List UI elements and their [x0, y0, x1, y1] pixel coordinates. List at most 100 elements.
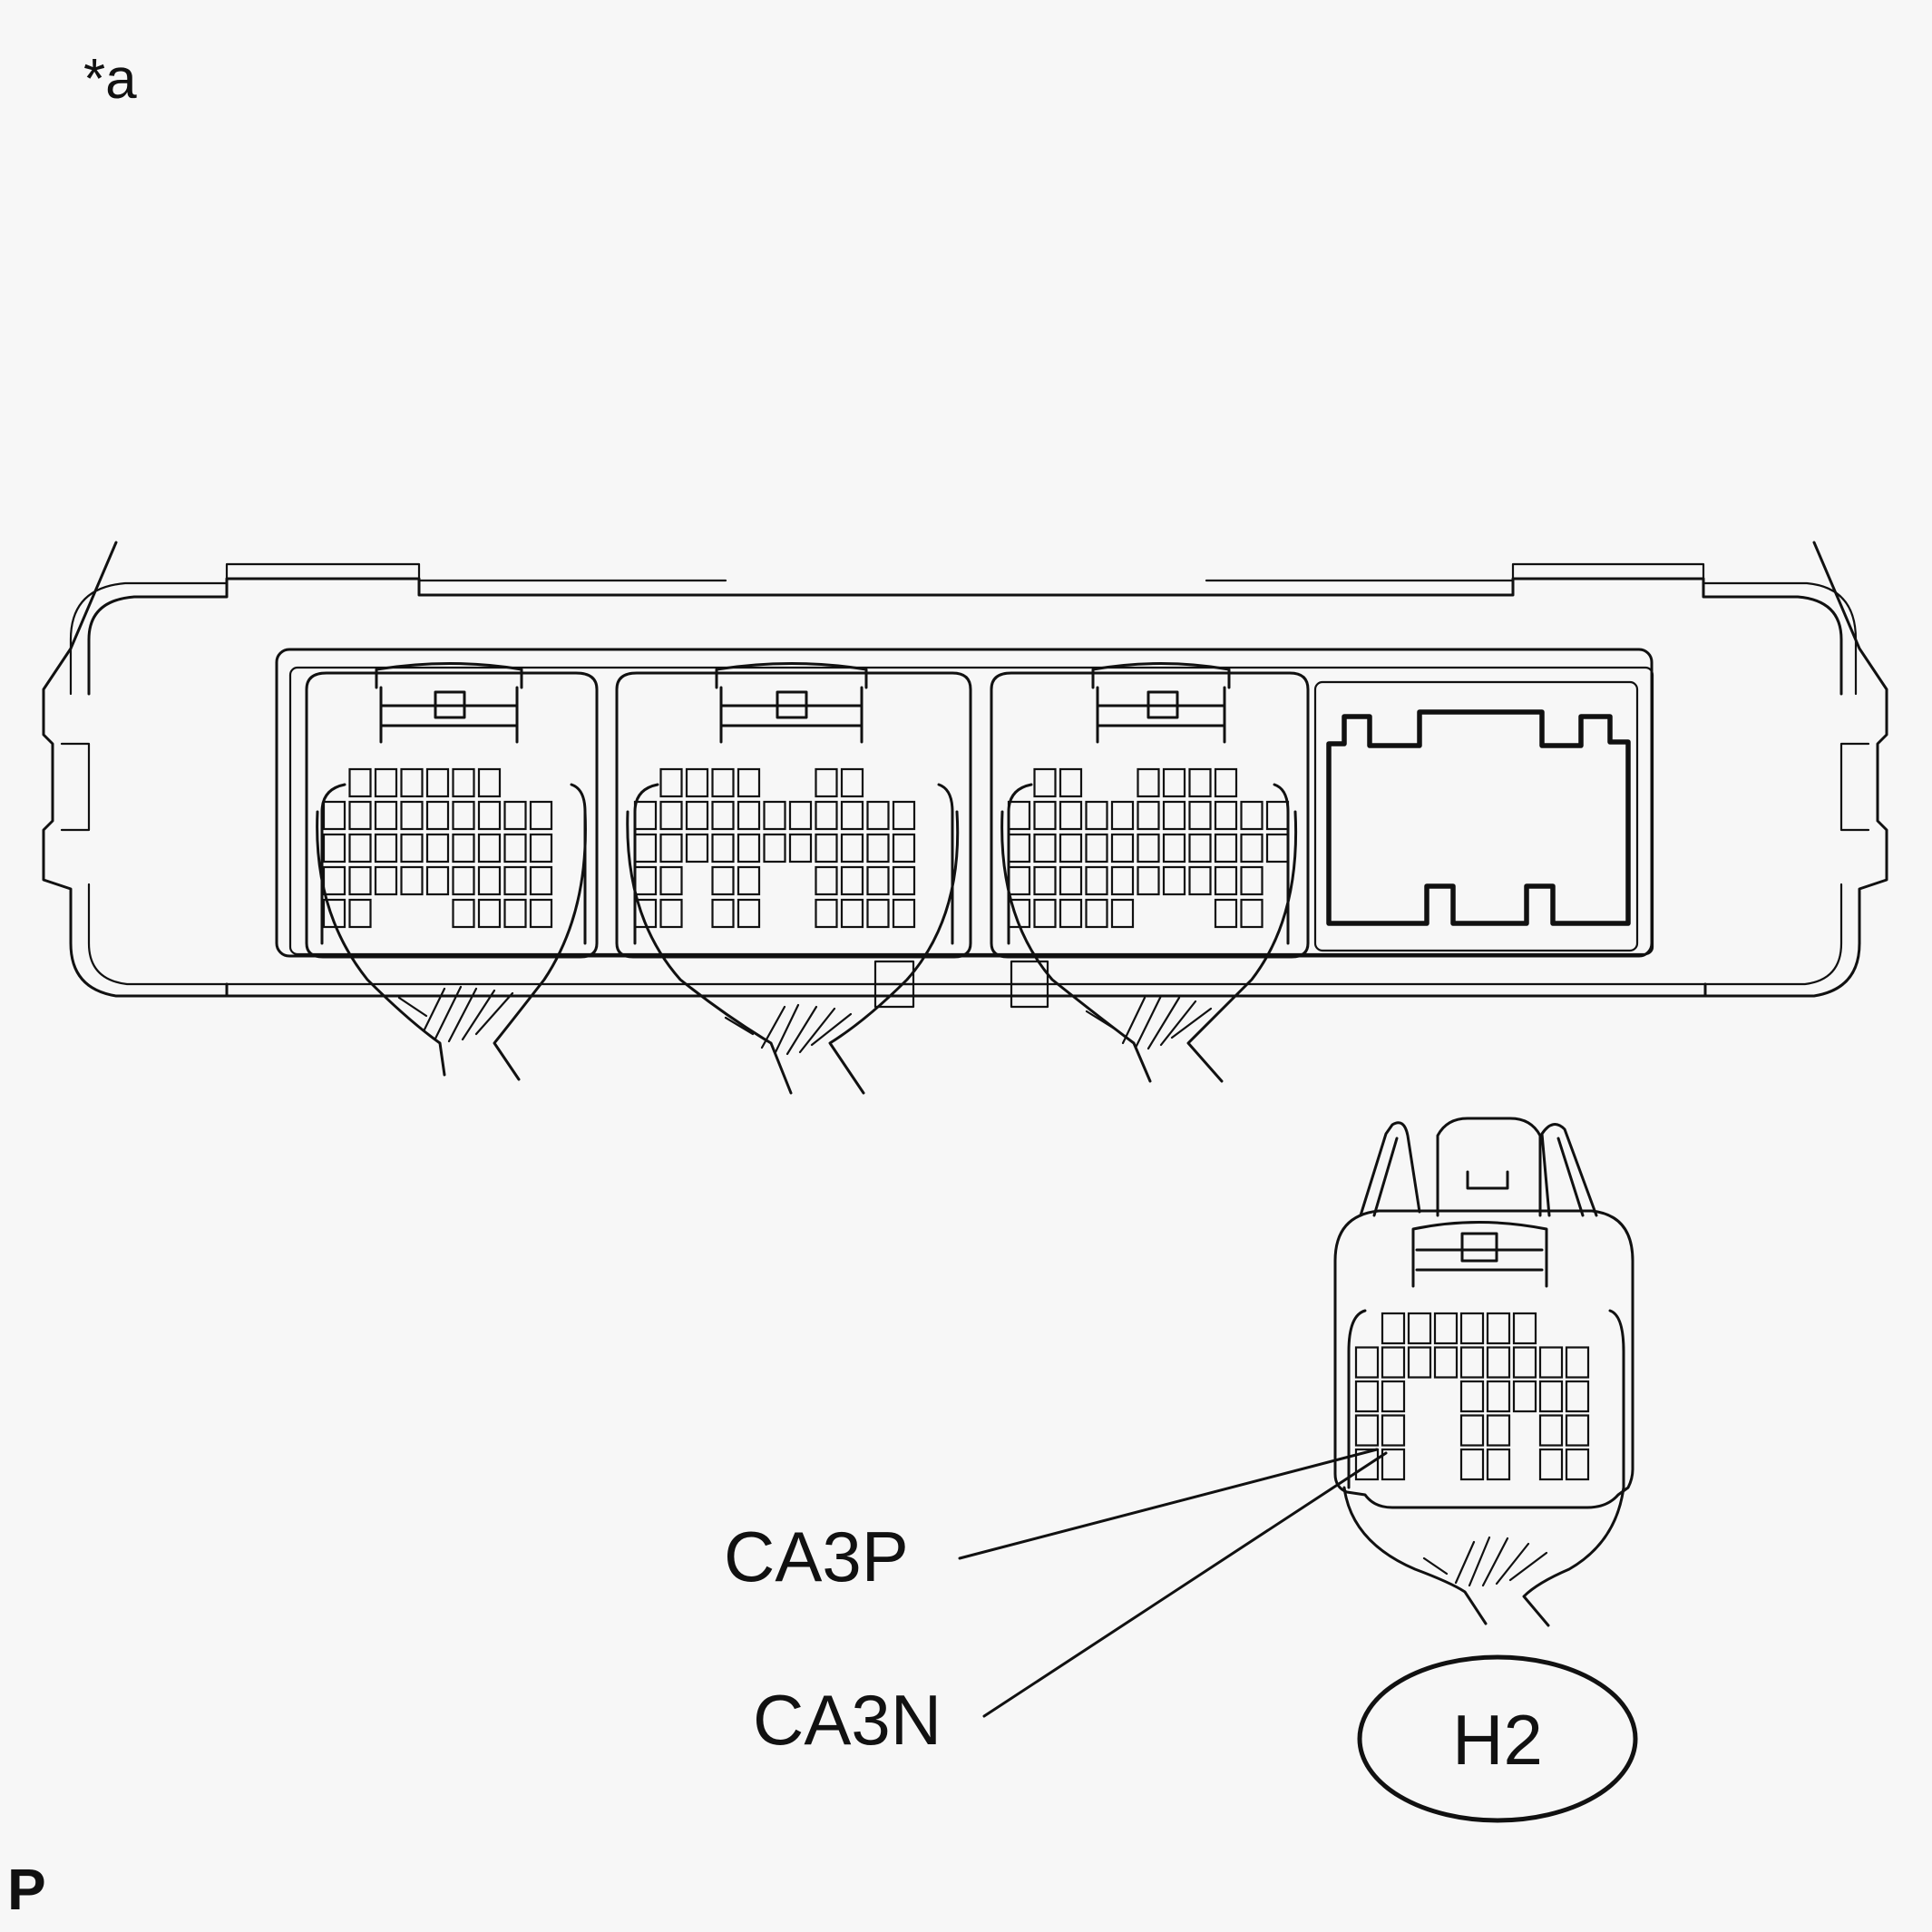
- pin-cavity: [1512, 1380, 1537, 1413]
- pin-cavity: [1033, 800, 1057, 831]
- pin-cavity: [711, 767, 735, 798]
- pin-cavity: [477, 767, 502, 798]
- connector-id-ellipse: [1357, 1654, 1638, 1823]
- pin-cavity: [866, 898, 890, 929]
- pin-cavity: [1162, 800, 1186, 831]
- pin-cavity: [1214, 865, 1238, 896]
- pin-cavity: [1110, 800, 1135, 831]
- ecu-connector-1: [305, 662, 599, 1081]
- pin-cavity: [711, 898, 735, 929]
- pin-cavity: [348, 800, 372, 831]
- pin-cavity: [1538, 1448, 1564, 1481]
- pin-cavity: [1407, 1312, 1432, 1345]
- pin-cavity: [1486, 1414, 1511, 1447]
- pin-cavity: [400, 833, 424, 864]
- pin-cavity: [425, 767, 450, 798]
- pin-cavity: [1162, 833, 1186, 864]
- pin-cavity: [477, 898, 502, 929]
- pin-cavity: [763, 833, 786, 864]
- pin-cavity: [788, 800, 813, 831]
- ecu-connector-3: [990, 662, 1310, 1083]
- pin-cavity: [1085, 833, 1108, 864]
- pin-cavity: [1381, 1448, 1406, 1481]
- pin-cavity: [1110, 898, 1135, 929]
- pin-cavity: [1459, 1448, 1485, 1481]
- pin-cavity: [1007, 898, 1031, 929]
- pin-cavity: [348, 767, 372, 798]
- pin-cavity: [737, 767, 761, 798]
- pin-cavity: [1407, 1346, 1432, 1379]
- pin-cavity: [1059, 767, 1083, 798]
- pin-cavity: [1381, 1346, 1406, 1379]
- pin-cavity: [400, 865, 424, 896]
- ca3n-label: CA3N: [753, 1680, 942, 1760]
- pin-cavity: [1354, 1346, 1380, 1379]
- pin-cavity: [1433, 1346, 1459, 1379]
- pin-cavity: [1565, 1346, 1590, 1379]
- ca3p-label: CA3P: [724, 1517, 909, 1596]
- pin-cavity: [1459, 1414, 1485, 1447]
- pin-cavity: [1007, 800, 1031, 831]
- pin-cavity: [659, 800, 683, 831]
- pin-cavity: [1059, 865, 1083, 896]
- pin-cavity: [452, 833, 475, 864]
- pin-cavity: [1459, 1346, 1485, 1379]
- pin-cavity: [866, 865, 890, 896]
- pin-cavity: [1486, 1346, 1511, 1379]
- pin-cavity: [892, 833, 916, 864]
- pin-cavity: [737, 865, 761, 896]
- pin-cavity: [1240, 865, 1264, 896]
- pin-cavity: [815, 865, 838, 896]
- pin-cavity: [1085, 865, 1108, 896]
- pin-cavity: [1459, 1312, 1485, 1345]
- pin-cavity: [1214, 767, 1238, 798]
- pin-cavity: [685, 767, 709, 798]
- pin-cavity: [1240, 800, 1264, 831]
- pin-cavity: [452, 767, 475, 798]
- pin-cavity: [529, 833, 553, 864]
- pin-cavity: [452, 898, 475, 929]
- pin-cavity: [633, 800, 658, 831]
- pin-cavity: [815, 833, 838, 864]
- pin-cavity: [866, 833, 890, 864]
- pin-cavity: [1240, 898, 1264, 929]
- pin-cavity: [1354, 1414, 1380, 1447]
- pin-cavity: [1354, 1448, 1380, 1481]
- pin-cavity: [1214, 833, 1238, 864]
- figure-marker-label: *a: [83, 48, 137, 111]
- pin-cavity: [477, 865, 502, 896]
- pin-cavity: [348, 865, 372, 896]
- corner-mark-label: P: [7, 1857, 46, 1922]
- pin-cavity: [1059, 898, 1083, 929]
- pin-cavity: [1433, 1312, 1459, 1345]
- pin-cavity: [1188, 767, 1212, 798]
- pin-cavity: [503, 865, 527, 896]
- pin-cavity: [1188, 833, 1212, 864]
- pin-cavity: [1033, 833, 1057, 864]
- pin-cavity: [840, 800, 864, 831]
- pin-cavity: [529, 800, 553, 831]
- pin-cavity: [374, 865, 398, 896]
- pin-cavity: [815, 898, 838, 929]
- ecu-connector-2: [615, 662, 972, 1095]
- pin-cavity: [1110, 865, 1135, 896]
- pin-cavity: [815, 800, 838, 831]
- pin-cavity: [763, 800, 786, 831]
- pin-cavity: [1265, 833, 1290, 864]
- pin-cavity: [1512, 1346, 1537, 1379]
- pin-cavity: [1486, 1380, 1511, 1413]
- pin-cavity: [348, 833, 372, 864]
- pin-cavity: [1085, 898, 1108, 929]
- pin-cavity: [1059, 833, 1083, 864]
- pin-cavity: [1007, 833, 1031, 864]
- pin-cavity: [633, 865, 658, 896]
- pin-cavity: [1007, 865, 1031, 896]
- pin-cavity: [1162, 865, 1186, 896]
- pin-cavity: [529, 865, 553, 896]
- pin-cavity: [503, 898, 527, 929]
- pin-cavity: [1565, 1448, 1590, 1481]
- pin-cavity: [1381, 1380, 1406, 1413]
- pin-cavity: [1486, 1448, 1511, 1481]
- pin-cavity: [866, 800, 890, 831]
